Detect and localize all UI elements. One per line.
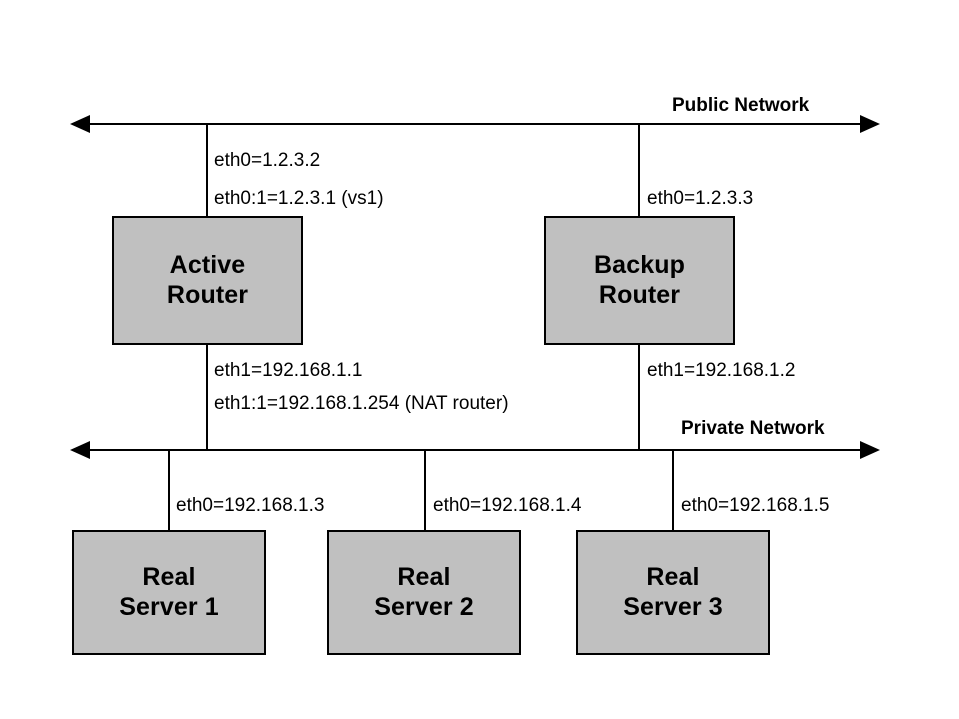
real-server-2-if-label: eth0=192.168.1.4 [433, 495, 582, 516]
private-network-label: Private Network [681, 418, 825, 439]
real-server-1-label-line2: Server 1 [119, 592, 219, 621]
backup-router-label-line1: Backup [594, 251, 685, 279]
backup-router-public-if-label: eth0=1.2.3.3 [647, 188, 754, 209]
public-network-arrow-right [860, 115, 880, 133]
private-network-arrow-right [860, 441, 880, 459]
link-real-server-1 [168, 449, 170, 530]
real-server-2-label-line2: Server 2 [374, 592, 474, 621]
public-network-label: Public Network [672, 95, 810, 116]
public-network-arrow-left [70, 115, 90, 133]
active-router-private-vip-label: eth1:1=192.168.1.254 (NAT router) [214, 393, 509, 414]
real-server-3-label-line1: Real [646, 563, 700, 591]
real-server-1-if-label: eth0=192.168.1.3 [176, 495, 325, 516]
link-active-router-private [206, 344, 208, 450]
active-router-label-line2: Router [166, 280, 249, 309]
backup-router-private-if-label: eth1=192.168.1.2 [647, 360, 796, 381]
real-server-1-node[interactable]: Real Server 1 [72, 530, 266, 655]
link-active-router-public [206, 123, 208, 217]
private-network-arrow-left [70, 441, 90, 459]
real-server-3-node[interactable]: Real Server 3 [576, 530, 770, 655]
link-real-server-2 [424, 449, 426, 530]
backup-router-node[interactable]: Backup Router [544, 216, 735, 345]
real-server-2-node[interactable]: Real Server 2 [327, 530, 521, 655]
active-router-label-line1: Active [169, 251, 246, 279]
real-server-3-if-label: eth0=192.168.1.5 [681, 495, 830, 516]
private-network-bus [88, 449, 862, 451]
real-server-3-label-line2: Server 3 [623, 592, 723, 621]
active-router-node[interactable]: Active Router [112, 216, 303, 345]
real-server-2-label-line1: Real [397, 563, 451, 591]
active-router-public-if-label: eth0=1.2.3.2 [214, 150, 321, 171]
backup-router-label-line2: Router [598, 280, 681, 309]
active-router-public-vip-label: eth0:1=1.2.3.1 (vs1) [214, 188, 384, 209]
link-backup-router-public [638, 123, 640, 217]
active-router-private-if-label: eth1=192.168.1.1 [214, 360, 363, 381]
real-server-1-label-line1: Real [142, 563, 196, 591]
link-backup-router-private [638, 344, 640, 450]
public-network-bus [88, 123, 862, 125]
link-real-server-3 [672, 449, 674, 530]
